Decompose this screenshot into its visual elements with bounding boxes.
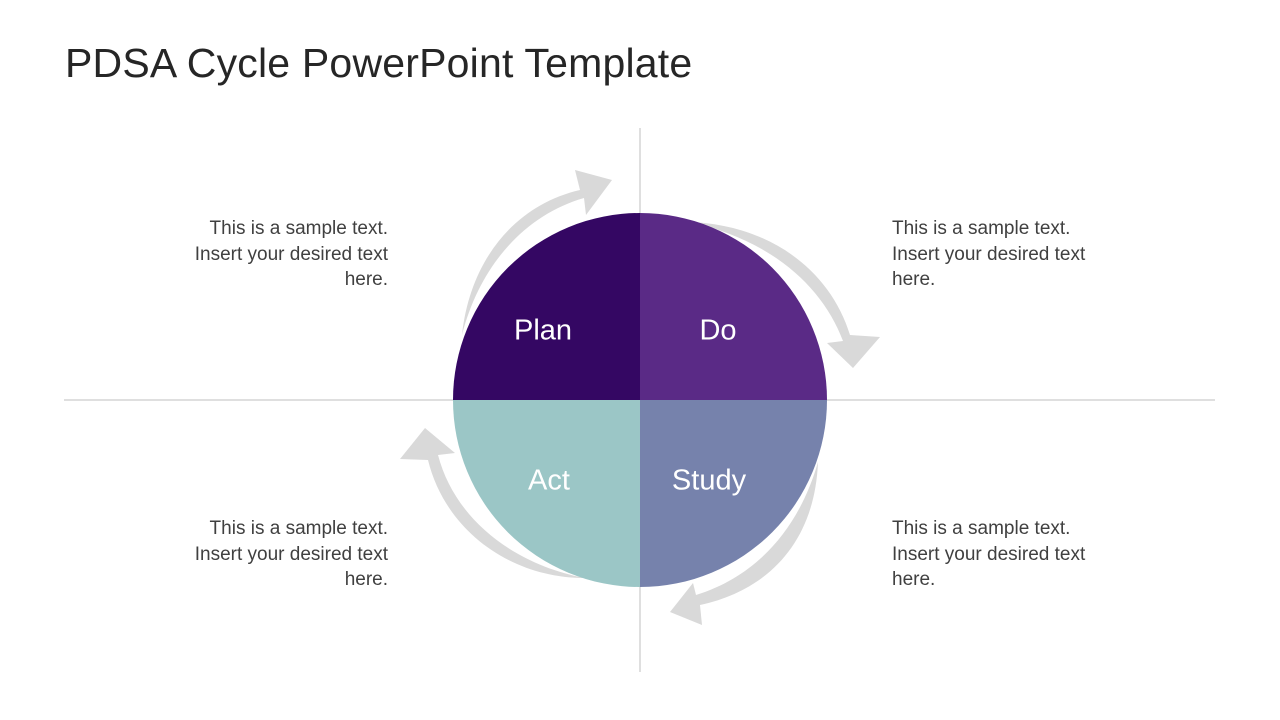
quadrant-do [640,213,827,400]
cycle-arrows [400,170,880,625]
description-top-left: This is a sample text. Insert your desir… [148,216,388,293]
arrow-plan-to-do-icon [462,170,612,335]
quadrant-act [453,400,640,587]
slide-title: PDSA Cycle PowerPoint Template [65,40,693,86]
quadrant-plan [453,213,640,400]
description-line: here. [892,569,936,590]
description-line: Insert your desired text [194,243,388,265]
description-line: Insert your desired text [892,243,1086,265]
description-bottom-left: This is a sample text. Insert your desir… [148,516,388,593]
description-line: Insert your desired text [194,543,388,565]
description-line: This is a sample text. [892,218,1071,239]
quadrant-label-plan: Plan [513,314,573,347]
description-line: here. [344,269,388,290]
description-line: This is a sample text. [892,518,1071,539]
description-line: here. [892,269,936,290]
description-bottom-right: This is a sample text. Insert your desir… [892,516,1132,593]
arrow-act-to-plan-icon [400,428,585,578]
description-line: This is a sample text. [209,518,388,539]
description-line: This is a sample text. [209,218,388,239]
description-top-right: This is a sample text. Insert your desir… [892,216,1132,293]
quadrant-label-act: Act [528,464,570,497]
description-line: Insert your desired text [892,543,1086,565]
arrow-do-to-study-icon [690,222,880,368]
quadrant-study [640,400,827,587]
arrow-study-to-act-icon [670,462,818,625]
description-line: here. [344,569,388,590]
quadrant-label-study: Study [671,464,747,497]
quadrant-label-do: Do [699,314,737,347]
